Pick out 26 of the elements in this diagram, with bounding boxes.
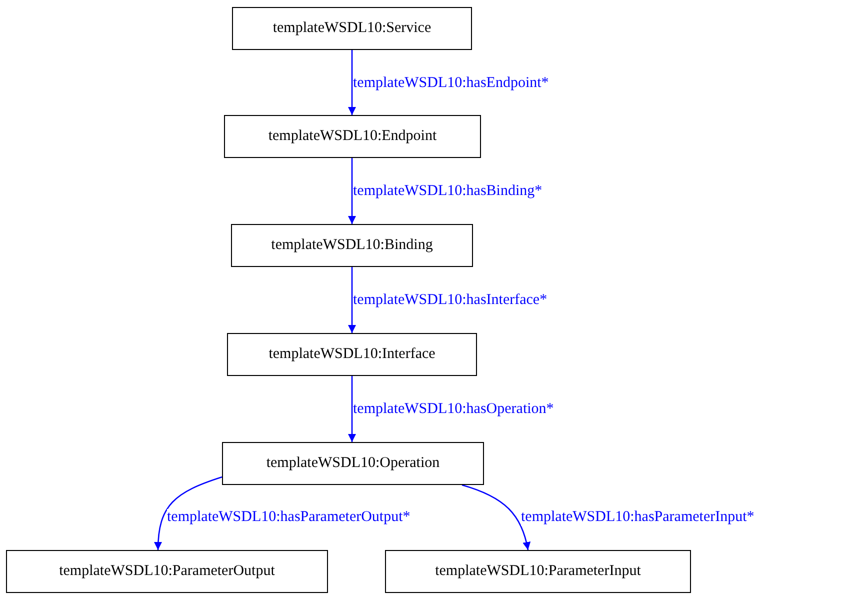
edge-label: templateWSDL10:hasParameterInput*	[521, 509, 754, 526]
class-box	[224, 115, 481, 158]
class-name: templateWSDL10:Interface	[268, 346, 436, 363]
edge-label: templateWSDL10:hasParameterOutput*	[167, 509, 410, 526]
arrow	[348, 267, 356, 333]
class-name: templateWSDL10:Endpoint	[268, 128, 437, 145]
class-box	[222, 442, 484, 485]
edge-label: templateWSDL10:hasEndpoint*	[353, 74, 549, 92]
edge-label: templateWSDL10:hasOperation*	[353, 401, 554, 418]
class-name: templateWSDL10:ParameterInput	[435, 563, 641, 580]
edge-label: templateWSDL10:hasBinding*	[353, 183, 542, 200]
class-name: templateWSDL10:ParameterOutput	[59, 563, 275, 580]
class-box	[232, 7, 472, 50]
class-name: templateWSDL10:Binding	[271, 237, 433, 254]
arrow	[348, 50, 356, 115]
edge-label: templateWSDL10:hasInterface*	[353, 292, 548, 309]
class-name: templateWSDL10:Operation	[266, 455, 440, 472]
class-box	[227, 333, 477, 376]
arrow	[348, 376, 356, 442]
class-box	[6, 550, 328, 593]
class-name: templateWSDL10:Service	[272, 20, 432, 37]
arrow	[462, 484, 530, 550]
arrow	[154, 476, 222, 550]
class-box	[385, 550, 691, 593]
class-box	[231, 224, 473, 267]
arrow	[348, 158, 356, 224]
